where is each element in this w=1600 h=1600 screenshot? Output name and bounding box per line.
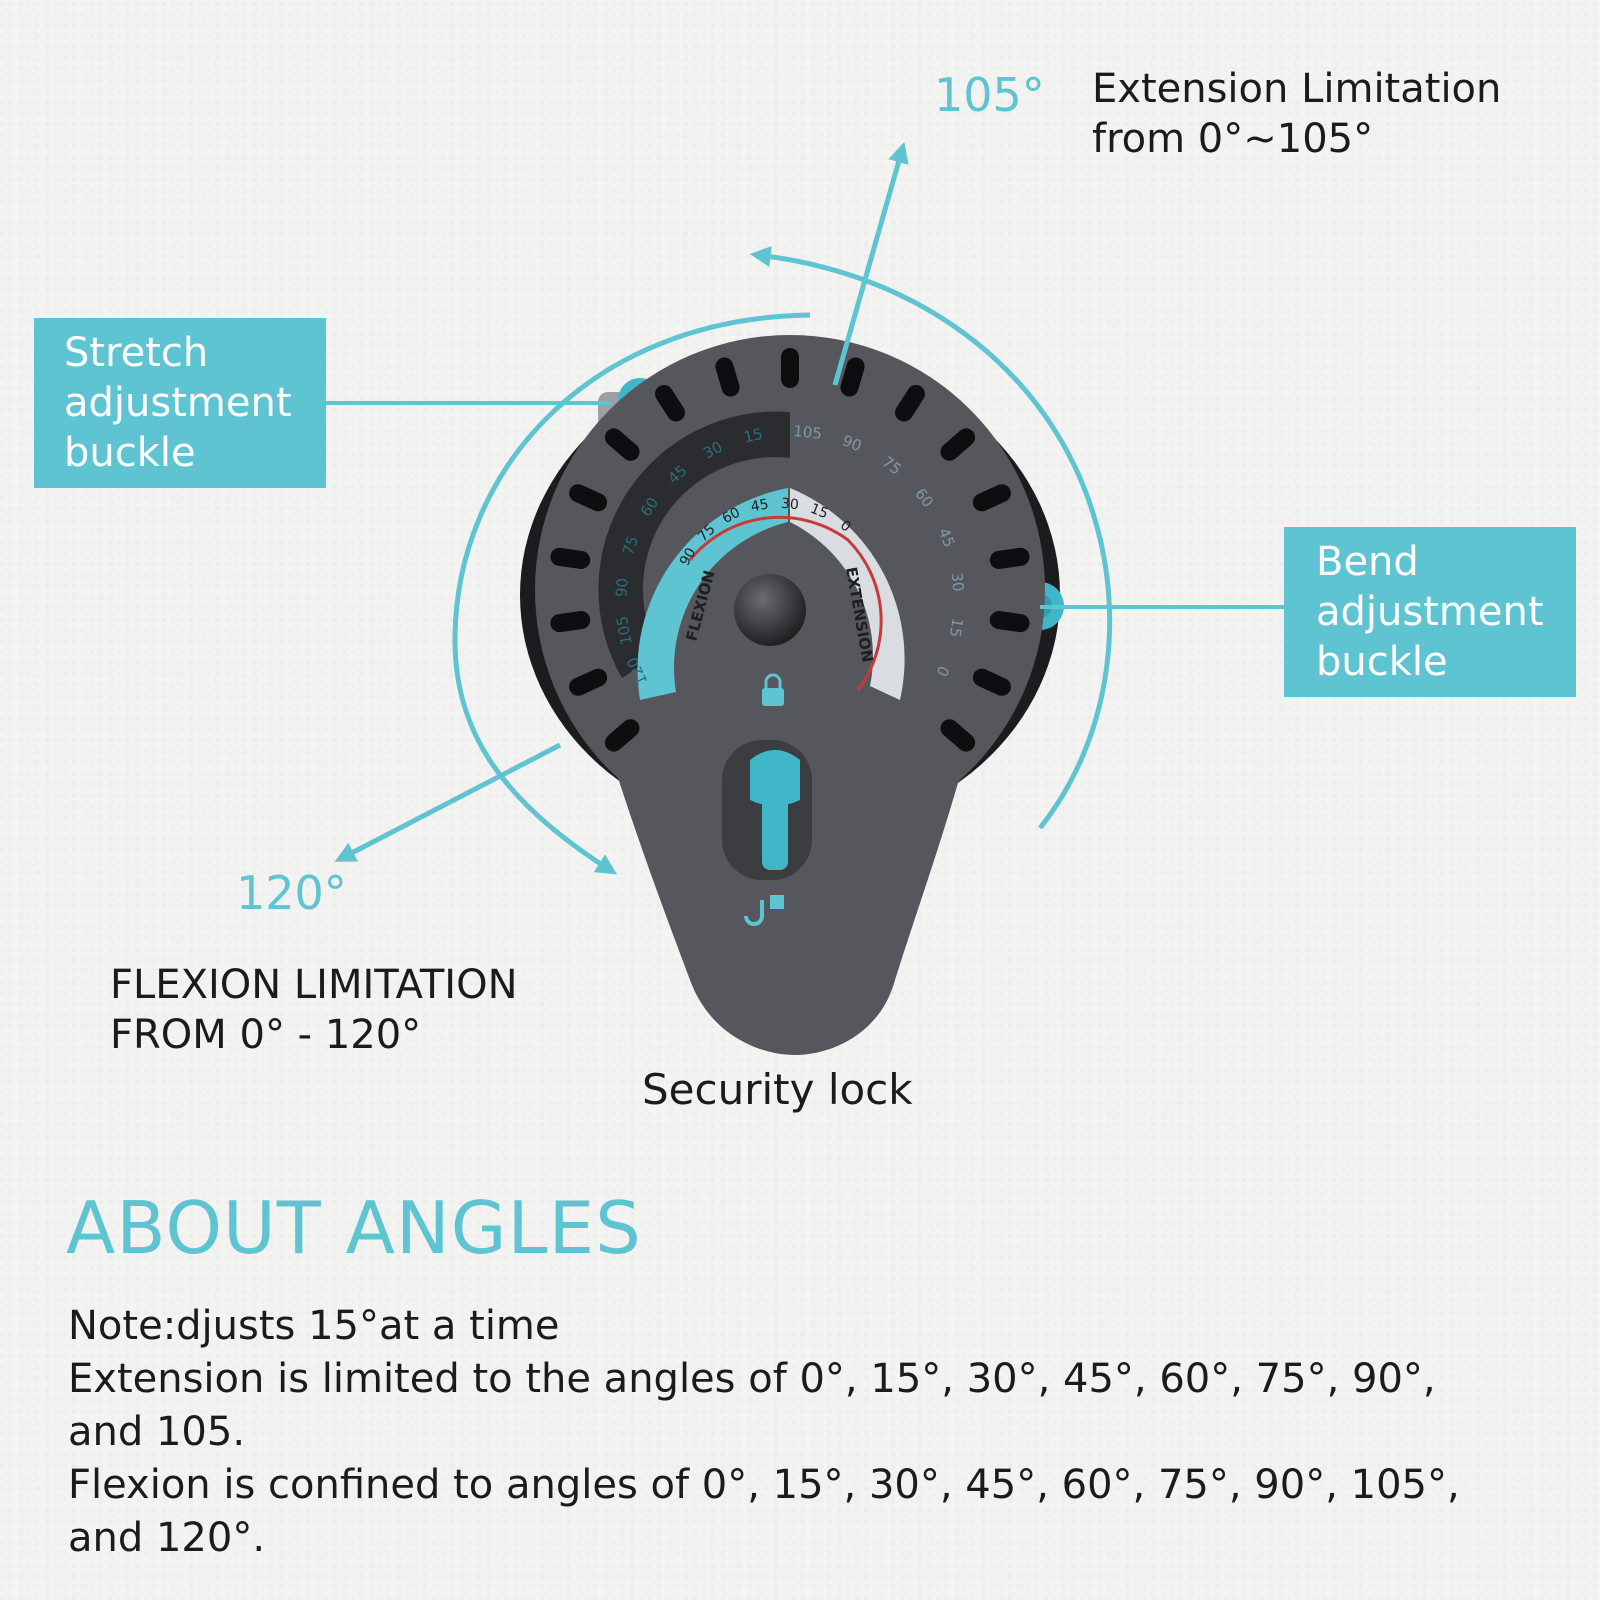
flexion-tick-label: 15 bbox=[742, 425, 765, 447]
inner-tick-label: 45 bbox=[750, 496, 771, 515]
stretch-buckle-line3: buckle bbox=[64, 430, 196, 476]
about-angles-note: Note:djusts 15°at a time Extension is li… bbox=[68, 1300, 1548, 1565]
stretch-buckle-callout: Stretch adjustment buckle bbox=[34, 318, 326, 488]
note-line-1: Note:djusts 15°at a time bbox=[68, 1303, 560, 1349]
note-line-4: Flexion is confined to angles of 0°, 15°… bbox=[68, 1462, 1460, 1508]
extension-tick-label: 90 bbox=[840, 431, 864, 455]
extension-tick-label: 15 bbox=[946, 617, 967, 639]
security-lock-slider bbox=[750, 750, 800, 870]
flexion-tick-label: 105 bbox=[613, 615, 636, 646]
vent-slot bbox=[940, 428, 976, 461]
flexion-tick-label: 90 bbox=[612, 577, 631, 597]
vent-slot bbox=[940, 719, 976, 752]
flexion-tick-label: 75 bbox=[619, 534, 642, 558]
vent-slot bbox=[781, 348, 799, 388]
note-line-5: and 120°. bbox=[68, 1515, 266, 1561]
stretch-buckle-line1: Stretch bbox=[64, 330, 209, 376]
flexion-scale bbox=[637, 488, 788, 700]
bend-buckle-line2: adjustment bbox=[1316, 589, 1544, 635]
stretch-buckle-line2: adjustment bbox=[64, 380, 292, 426]
inner-tick-label: 60 bbox=[720, 505, 743, 527]
vent-slot bbox=[550, 547, 591, 569]
flexion-title-line2: FROM 0° - 120° bbox=[110, 1012, 422, 1058]
extension-limitation-text: Extension Limitation from 0°~105° bbox=[1092, 64, 1501, 164]
vent-slot bbox=[989, 547, 1030, 569]
inner-red-scale bbox=[688, 515, 883, 691]
note-line-3: and 105. bbox=[68, 1409, 246, 1455]
flexion-range-arc bbox=[452, 312, 811, 875]
note-line-2: Extension is limited to the angles of 0°… bbox=[68, 1356, 1436, 1402]
vent-slot bbox=[655, 384, 685, 422]
vent-slot bbox=[895, 384, 925, 422]
extension-title-line1: Extension Limitation bbox=[1092, 66, 1502, 112]
extension-range-arc bbox=[749, 246, 1113, 830]
vent-slot bbox=[715, 357, 740, 397]
vent-slot bbox=[550, 611, 591, 633]
flexion-arrow bbox=[334, 742, 562, 862]
vent-slots bbox=[550, 348, 1030, 752]
extension-tick-label: 105 bbox=[792, 422, 822, 443]
bend-buckle-line3: buckle bbox=[1316, 639, 1448, 685]
bend-buckle-line1: Bend bbox=[1316, 539, 1419, 585]
vent-slot bbox=[569, 668, 608, 696]
extension-title-line2: from 0°~105° bbox=[1092, 116, 1374, 162]
extension-angle-label: 105° bbox=[934, 68, 1045, 122]
padlock-icon bbox=[762, 673, 784, 706]
inner-tick-label: 15 bbox=[808, 501, 830, 522]
inner-tick-label: 30 bbox=[780, 496, 799, 514]
extension-scale bbox=[790, 488, 905, 700]
inner-tick-label: 90 bbox=[677, 545, 700, 568]
vent-slot bbox=[989, 611, 1030, 633]
extension-arrow bbox=[832, 141, 909, 386]
flexion-tick-label: 0 bbox=[791, 422, 801, 440]
center-knob bbox=[734, 574, 806, 646]
extension-tick-label: 30 bbox=[948, 571, 968, 592]
about-angles-heading: ABOUT ANGLES bbox=[66, 1186, 642, 1270]
bend-buckle-callout: Bend adjustment buckle bbox=[1284, 527, 1576, 697]
security-lock-label: Security lock bbox=[642, 1065, 913, 1114]
flexion-angle-label: 120° bbox=[236, 866, 347, 920]
vent-slot bbox=[972, 484, 1011, 512]
extension-tick-label: 45 bbox=[935, 525, 959, 549]
vent-slot bbox=[604, 719, 640, 752]
vent-slot bbox=[569, 484, 608, 512]
vent-slot bbox=[604, 428, 640, 461]
vent-slot bbox=[840, 357, 865, 397]
hook-icon bbox=[744, 895, 784, 926]
flexion-limitation-text: FLEXION LIMITATION FROM 0° - 120° bbox=[110, 960, 518, 1060]
flexion-title-line1: FLEXION LIMITATION bbox=[110, 962, 518, 1008]
vent-slot bbox=[972, 668, 1011, 696]
